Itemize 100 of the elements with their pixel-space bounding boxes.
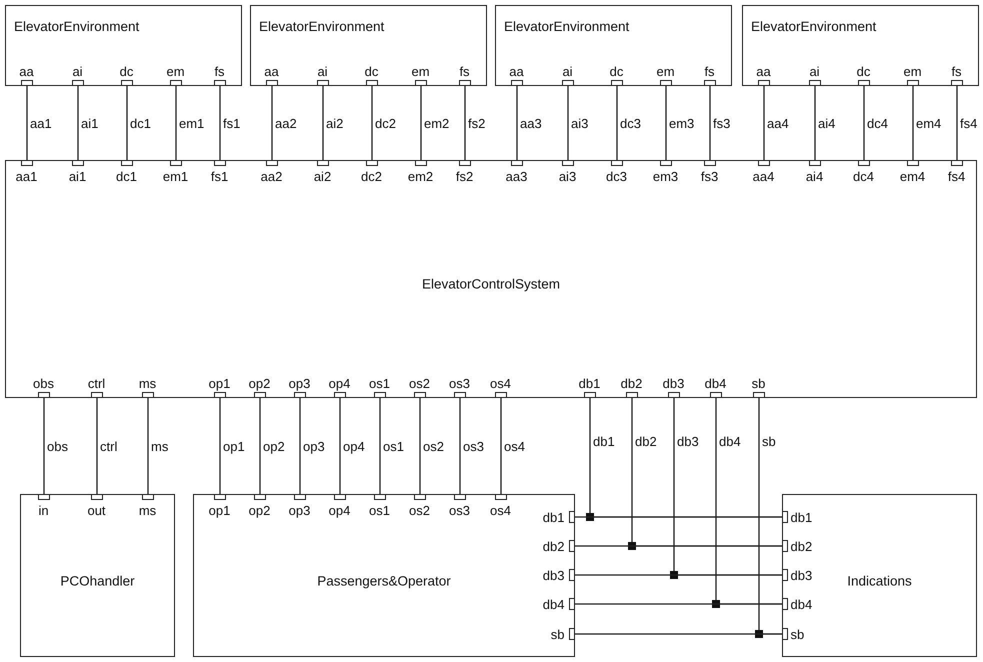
port-label: dc4	[853, 170, 874, 182]
port	[20, 160, 32, 166]
connector-line	[575, 516, 782, 518]
port	[610, 80, 622, 86]
connector-line	[616, 86, 618, 160]
port	[120, 80, 132, 86]
port	[254, 392, 266, 398]
edge-label: os1	[382, 439, 405, 454]
connector-line	[863, 86, 865, 160]
port	[294, 494, 306, 500]
port	[610, 160, 622, 166]
port	[414, 494, 426, 500]
port-label: fs1	[210, 170, 228, 182]
edge-label: op3	[302, 439, 326, 454]
port-label: ms	[138, 504, 156, 516]
component-name: PCOhandler	[60, 574, 135, 588]
port	[414, 80, 426, 86]
edge-label: aa2	[274, 116, 298, 131]
edge-label: ai2	[325, 116, 344, 131]
connector-line	[709, 86, 711, 160]
port-label: fs2	[456, 170, 474, 182]
connector-line	[77, 86, 79, 160]
port-label: db3	[542, 568, 564, 582]
port-label: aa4	[752, 170, 774, 182]
port-label: aa1	[16, 170, 38, 182]
port	[316, 160, 328, 166]
connector-line	[665, 86, 667, 160]
edge-label: dc2	[374, 116, 397, 131]
port	[668, 392, 680, 398]
edge-label: aa3	[519, 116, 543, 131]
port-label: ai2	[314, 170, 332, 182]
connector-line	[912, 86, 914, 160]
component-box	[5, 5, 242, 86]
port	[626, 392, 638, 398]
port-label: in	[38, 504, 49, 516]
connector-line	[339, 398, 341, 494]
connector-line	[500, 398, 502, 494]
port-label: ctrl	[88, 376, 106, 390]
port	[254, 494, 266, 500]
component-box	[495, 5, 732, 86]
port-label: os1	[369, 504, 390, 516]
port	[38, 494, 50, 500]
connector-line	[299, 398, 301, 494]
port	[568, 628, 574, 640]
port	[316, 80, 328, 86]
port-label: ai	[562, 64, 573, 78]
port	[374, 392, 386, 398]
connector-line	[956, 86, 958, 160]
connector-line	[575, 603, 782, 605]
port	[90, 494, 102, 500]
port-label: aa	[264, 64, 279, 78]
port-label: db4	[704, 376, 726, 390]
edge-label: obs	[46, 439, 69, 454]
port	[858, 160, 870, 166]
port	[334, 494, 346, 500]
port-label: em1	[162, 170, 188, 182]
port-label: dc	[856, 64, 870, 78]
port-label: dc1	[116, 170, 137, 182]
component-name: ElevatorEnvironment	[14, 20, 140, 34]
port	[906, 80, 918, 86]
component-name: ElevatorEnvironment	[259, 20, 384, 34]
port	[704, 80, 716, 86]
component-box	[742, 5, 979, 86]
port-label: sb	[790, 628, 804, 640]
port-label: fs	[951, 64, 962, 78]
port-label: out	[87, 504, 106, 516]
edge-label: dc3	[619, 116, 642, 131]
port	[568, 540, 574, 552]
port-label: os2	[409, 376, 430, 390]
edge-label: op4	[342, 439, 366, 454]
port-label: db1	[542, 510, 564, 524]
edge-label: os2	[422, 439, 445, 454]
port-label: ai	[809, 64, 820, 78]
port-label: fs	[214, 64, 225, 78]
port	[950, 80, 962, 86]
port	[120, 160, 132, 166]
port-label: dc2	[361, 170, 382, 182]
component-box	[193, 494, 575, 657]
edge-label: os3	[462, 439, 485, 454]
edge-label: fs1	[222, 116, 242, 131]
edge-label: em4	[915, 116, 942, 131]
port	[782, 510, 788, 522]
port	[758, 160, 770, 166]
component-box	[20, 494, 175, 657]
edge-label: fs3	[712, 116, 732, 131]
port	[758, 80, 770, 86]
port	[906, 160, 918, 166]
port	[266, 160, 278, 166]
port-label: ms	[138, 376, 156, 390]
port-label: aa2	[260, 170, 282, 182]
edge-label: sb	[761, 434, 777, 449]
port	[142, 494, 154, 500]
edge-label: em1	[178, 116, 206, 131]
connector-line	[419, 398, 421, 494]
port	[782, 568, 788, 580]
port	[752, 392, 764, 398]
edge-label: ai4	[817, 116, 836, 131]
port	[568, 510, 574, 522]
port-label: sb	[550, 628, 564, 640]
component-box	[782, 494, 977, 657]
